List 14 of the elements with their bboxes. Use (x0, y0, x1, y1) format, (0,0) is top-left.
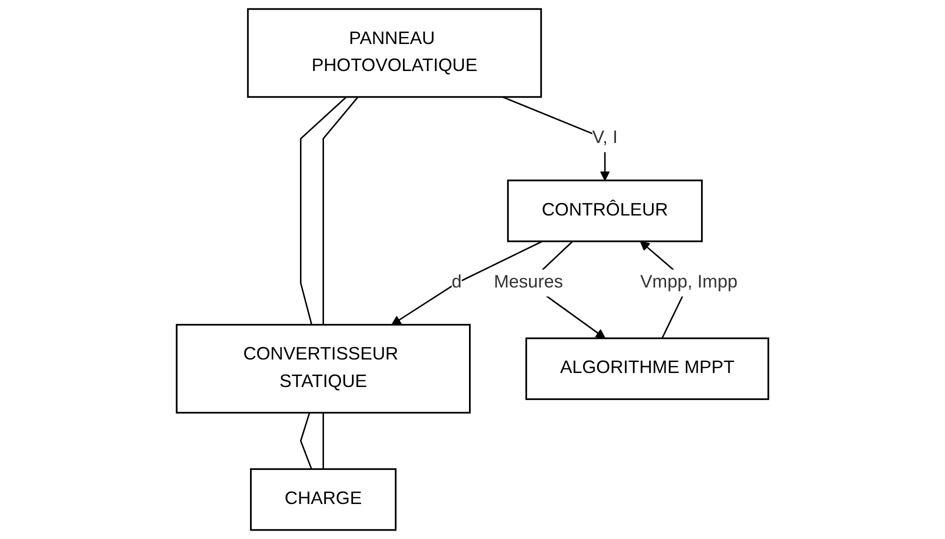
connector (300, 96, 347, 325)
edge-label: Mesures (494, 272, 564, 292)
node-box: ALGORITHME MPPT (525, 337, 770, 400)
connector (322, 96, 358, 325)
connector (300, 412, 312, 470)
node-box: CHARGE (250, 468, 397, 531)
arrow (391, 240, 543, 326)
node-box: CONTRÔLEUR (507, 180, 703, 242)
edge-label: d (452, 272, 462, 292)
node-box: PANNEAU PHOTOVOLATIQUE (247, 8, 542, 98)
edge-label: Vmpp, Impp (640, 272, 738, 292)
edge-label: V, I (592, 128, 618, 148)
node-box: CONVERTISSEUR STATIQUE (176, 324, 471, 414)
connector (322, 412, 324, 470)
